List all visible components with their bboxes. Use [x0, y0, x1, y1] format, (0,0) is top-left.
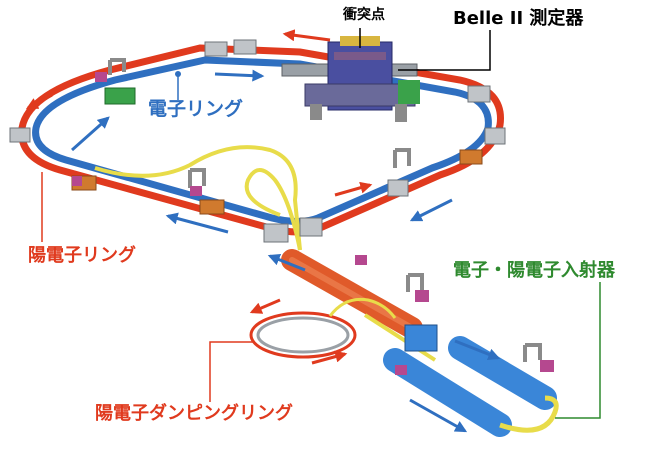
damping-transfer-line [328, 297, 397, 319]
collision-point-label: 衝突点 [343, 7, 385, 23]
damping-ring-leader [209, 341, 255, 402]
magenta-blocks [72, 72, 554, 375]
transfer-line-loop [244, 168, 302, 251]
damping-ring-inner [256, 316, 350, 354]
electron-ring-label: 電子リング [148, 98, 244, 120]
electron-ring-leader-dot [175, 71, 181, 77]
linac-electron-section-b [448, 336, 557, 410]
belle-detector-leader [398, 30, 491, 71]
linac-electron-section-a [383, 348, 512, 437]
linac-positron-highlight [289, 257, 415, 331]
electron-direction-arrows [71, 69, 501, 433]
support-stands [108, 58, 542, 362]
injector-junction-block [404, 324, 438, 352]
positron-ring-label: 陽電子リング [28, 245, 136, 266]
belle-detector-icon [281, 36, 420, 122]
transfer-line-upper [94, 145, 302, 251]
electron-ring-beamline [32, 56, 492, 225]
quadrupole-magnets [9, 39, 506, 243]
injector-leader [555, 282, 601, 419]
damping-ring-label: 陽電子ダンピングリング [95, 403, 293, 424]
damping-ring [249, 311, 357, 359]
belle-detector-label: Belle II 測定器 [453, 8, 584, 29]
linac-return-loop [499, 395, 559, 433]
linac-link-line [363, 313, 437, 362]
positron-direction-arrows [25, 29, 373, 365]
green-rf-cavity [104, 87, 136, 105]
injector-label: 電子・陽電子入射器 [453, 260, 615, 281]
